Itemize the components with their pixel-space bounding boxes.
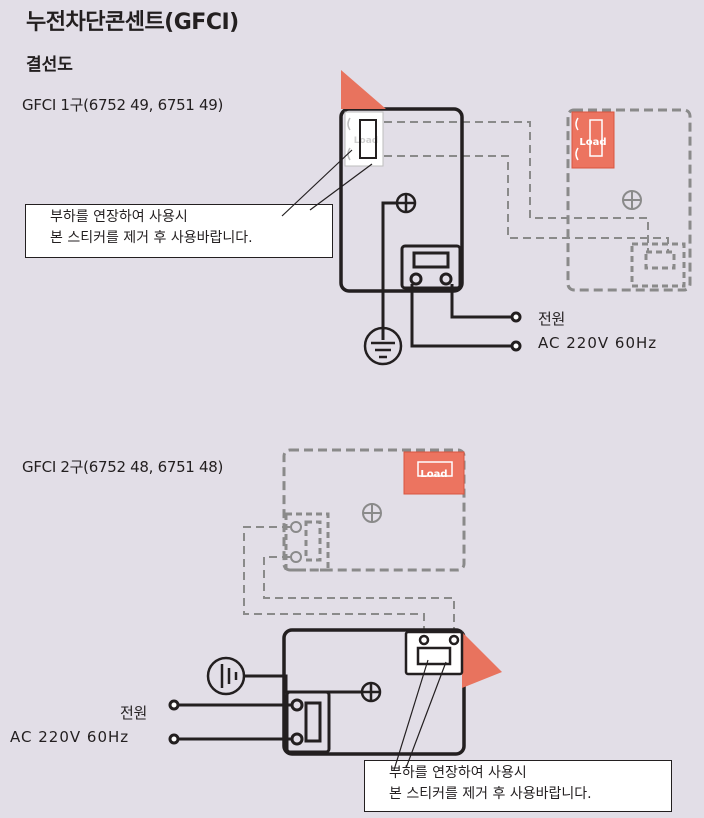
gfci-1-power-label: 전원 (538, 310, 566, 328)
gfci-2-load-sticker (405, 631, 463, 675)
gfci-2-power-terminals (168, 699, 180, 745)
gfci-1-power-spec: AC 220V 60Hz (538, 334, 658, 352)
gfci-2-extension-terminal-block (284, 512, 330, 572)
gfci-1-extension-terminal-block (630, 242, 686, 288)
gfci-1-extension-outlet (566, 108, 692, 292)
gfci-1-extension-load-terminals (575, 117, 603, 161)
gfci-1-outlet-body (339, 107, 464, 293)
gfci-2-extension-terminals (290, 521, 302, 563)
gfci-2-ground-icon (206, 656, 246, 696)
gfci-1-power-wires (410, 284, 514, 348)
gfci-1-note-box: 부하를 연장하여 사용시 본 스티커를 제거 후 사용바랍니다. (25, 204, 333, 258)
gfci-2-note-line-1: 부하를 연장하여 사용시 (389, 765, 527, 781)
gfci-2-extension-load-sticker (403, 451, 465, 495)
page-title: 누전차단콘센트(GFCI) (26, 10, 239, 35)
gfci-2-extension-screw-icon (362, 503, 382, 523)
section-title: 결선도 (26, 55, 73, 75)
gfci-1-extension-load-sticker (571, 111, 615, 169)
gfci-1-note-line-1: 부하를 연장하여 사용시 (50, 209, 188, 225)
gfci-2-power-spec: AC 220V 60Hz (10, 728, 130, 746)
gfci-2-outlet-body (282, 628, 466, 756)
gfci-2-power-wires (178, 703, 292, 741)
gfci-1-extension-screw-icon (622, 190, 642, 210)
gfci-2-ground-wire (244, 674, 362, 694)
gfci-2-extension-load-label: Load (420, 469, 447, 480)
gfci-1-note-leaders (281, 149, 373, 217)
gfci-1-ground-screw-icon (395, 192, 417, 214)
gfci-1-sticker-flag (341, 70, 386, 109)
gfci-2-note-leaders (393, 659, 447, 771)
gfci-1-ground-icon (363, 326, 403, 366)
gfci-1-ground-wire (381, 201, 397, 340)
gfci-1-model-label: GFCI 1구(6752 49, 6751 49) (22, 96, 224, 114)
gfci-2-note-box: 부하를 연장하여 사용시 본 스티커를 제거 후 사용바랍니다. (364, 760, 672, 812)
gfci-1-note-line-2: 본 스티커를 제거 후 사용바랍니다. (50, 230, 253, 246)
gfci-1-load-terminals (359, 119, 377, 159)
gfci-2-ground-screw-icon (360, 681, 382, 703)
gfci-1-line-terminal-block (400, 244, 462, 290)
gfci-2-power-label: 전원 (120, 704, 148, 722)
gfci-1-extension-wires (384, 121, 669, 252)
gfci-2-note-line-2: 본 스티커를 제거 후 사용바랍니다. (389, 786, 592, 802)
gfci-2-extension-wires (243, 526, 455, 636)
gfci-2-model-label: GFCI 2구(6752 48, 6751 48) (22, 458, 224, 476)
gfci-1-power-terminals (510, 311, 522, 352)
gfci-2-line-terminal-block (285, 690, 331, 754)
gfci-2-sticker-flag (462, 632, 502, 688)
gfci-2-load-terminals (404, 630, 464, 676)
gfci-1-extension-load-label: Load (579, 137, 606, 148)
gfci-1-load-label: Load (354, 136, 378, 146)
gfci-2-extension-outlet (282, 448, 466, 572)
